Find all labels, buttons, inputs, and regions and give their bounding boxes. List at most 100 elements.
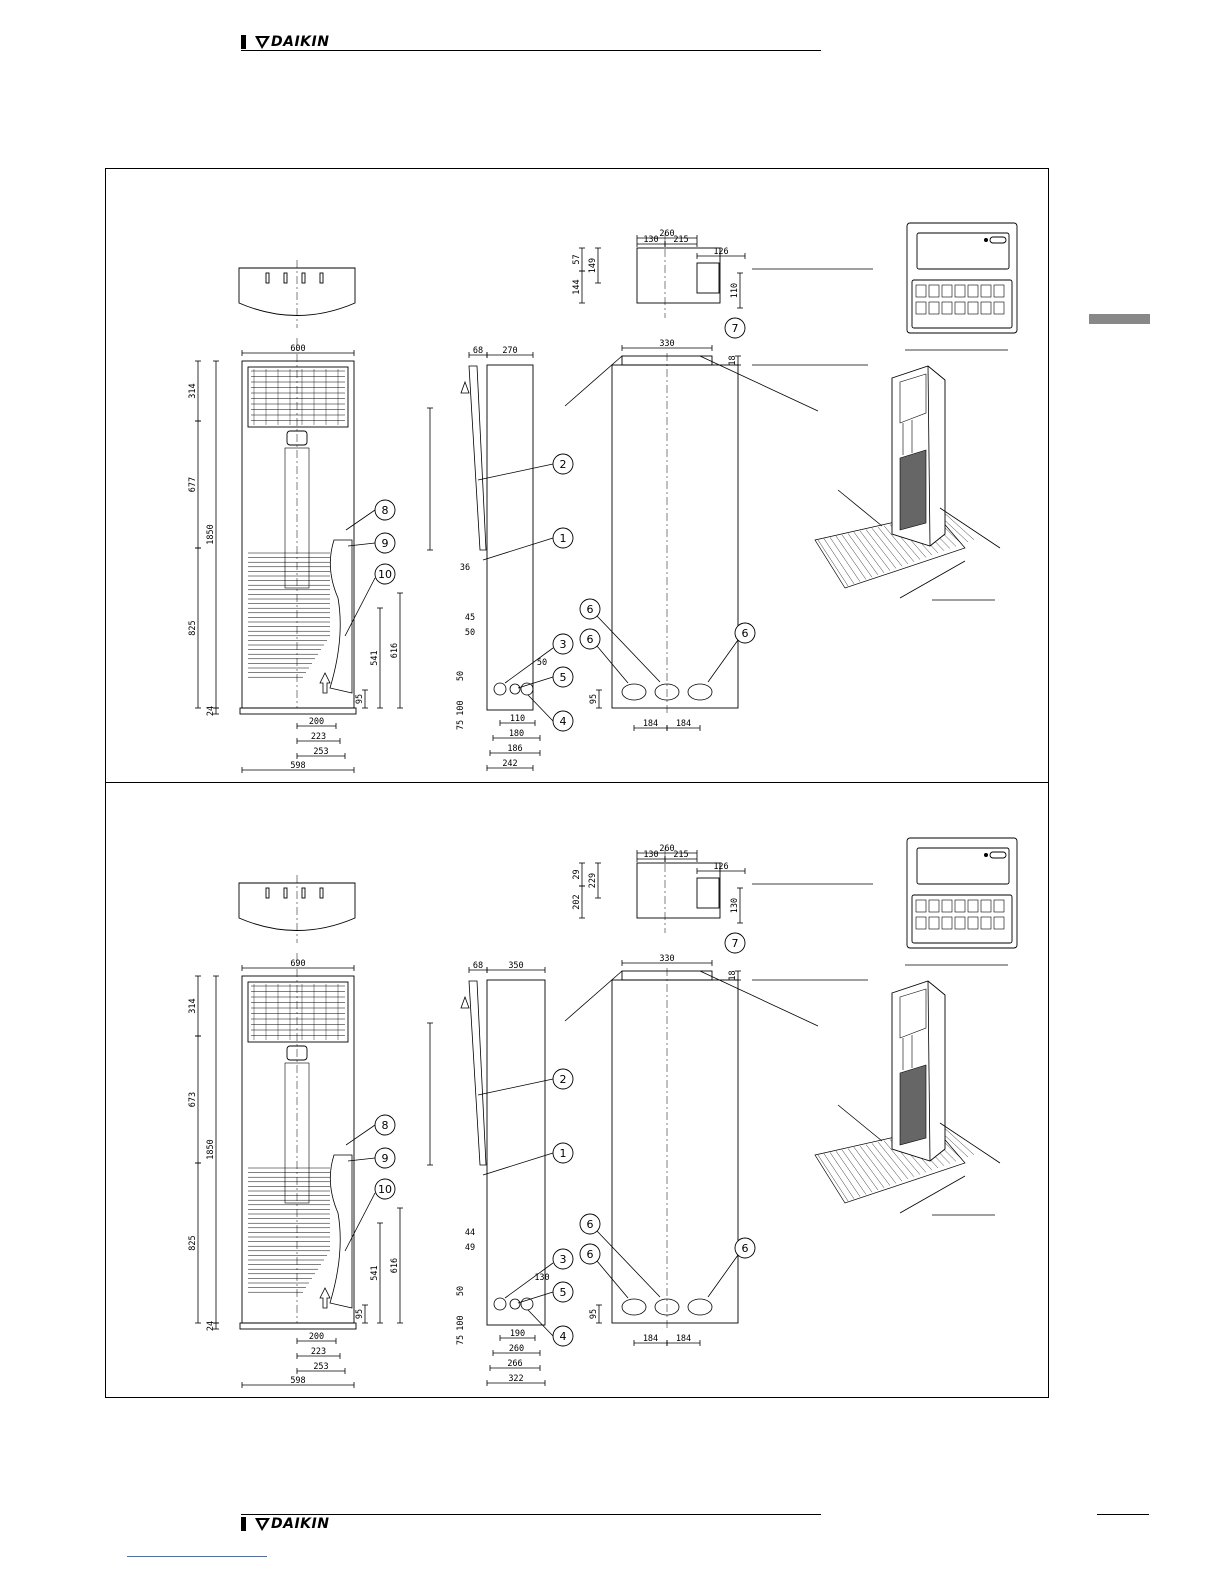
- dimension-line: [939, 1122, 1001, 1164]
- remote-button: [993, 284, 1005, 298]
- leader-line: [707, 639, 739, 683]
- drain-knockout: [621, 683, 647, 701]
- dimension-541: 541: [370, 650, 380, 665]
- callout-balloon-8: 8: [374, 499, 396, 521]
- iso-upper-grille: [899, 988, 927, 1039]
- floor-hatch: [847, 533, 879, 576]
- balloon-circle: [724, 932, 746, 954]
- iso-upper-grille: [899, 373, 927, 424]
- balloon-number: 3: [560, 638, 567, 651]
- side-view-outline: [486, 979, 546, 1326]
- balloon-number: 4: [560, 1330, 567, 1343]
- remote-led: [984, 238, 988, 242]
- dimension-126: 126: [713, 247, 728, 257]
- remote-button: [954, 916, 966, 930]
- dimension-100: 100: [456, 1315, 466, 1330]
- dimension-68: 68: [473, 961, 483, 971]
- dimension-186: 186: [507, 744, 522, 754]
- leader-line: [477, 1078, 554, 1096]
- footer-link-underline[interactable]: [127, 1556, 267, 1557]
- remote-button: [980, 301, 992, 315]
- dimension-184a: 184: [643, 719, 658, 729]
- remote-lid: [916, 232, 1010, 270]
- front-panel-strip: [284, 447, 310, 589]
- balloon-circle: [579, 628, 601, 650]
- leader-line: [699, 970, 819, 1027]
- balloon-number: 6: [587, 633, 594, 646]
- unit-edge: [927, 365, 931, 547]
- drain-arrow-icon: [319, 1287, 331, 1309]
- header-rule: [241, 50, 821, 51]
- side-view-outline: [486, 364, 534, 711]
- base-plate: [239, 1322, 357, 1330]
- remote-lid: [916, 847, 1010, 885]
- callout-balloon-6: 6: [579, 628, 601, 650]
- dimension-line: [837, 1104, 883, 1142]
- balloon-number: 1: [560, 1147, 567, 1160]
- dimension-line: [939, 507, 1001, 549]
- height-dimension-top: 314: [188, 383, 198, 398]
- balloon-number: 6: [587, 603, 594, 616]
- air-out-arrow-icon: [460, 995, 470, 1009]
- floor-hatch: [883, 525, 915, 562]
- remote-button: [967, 284, 979, 298]
- floor-hatch: [829, 1152, 861, 1197]
- height-dimension-total: 1850: [206, 1139, 216, 1159]
- dimension-260: 260: [659, 229, 674, 239]
- remote-button: [993, 899, 1005, 913]
- callout-balloon-2: 2: [552, 453, 574, 475]
- remote-button: [915, 899, 927, 913]
- remote-outline: [906, 222, 1018, 334]
- callout-balloon-3: 3: [552, 1248, 574, 1270]
- floor-hatch: [865, 1144, 897, 1184]
- remote-button: [928, 916, 940, 930]
- dimension-260: 260: [659, 844, 674, 854]
- callout-balloon-1: 1: [552, 527, 574, 549]
- balloon-number: 6: [742, 627, 749, 640]
- height-dimension-total: 1850: [206, 524, 216, 544]
- floor-hatch: [871, 1143, 903, 1182]
- leader-line: [482, 537, 554, 561]
- floor-hatch: [835, 1150, 867, 1195]
- pipe-port: [509, 1298, 521, 1310]
- leader-line: [527, 1309, 554, 1337]
- height-dimension-low: 825: [188, 620, 198, 635]
- floor-hatch: [853, 532, 885, 573]
- remote-button: [941, 301, 953, 315]
- dimension-180: 180: [509, 729, 524, 739]
- dimension-184b: 184: [676, 1334, 691, 1344]
- pipe-port: [509, 683, 521, 695]
- width-dimension: 690: [290, 959, 305, 969]
- leader-line: [477, 463, 554, 481]
- drain-knockout: [654, 1298, 680, 1316]
- leader-line: [707, 1254, 739, 1298]
- balloon-circle: [724, 317, 746, 339]
- top-plan-outline: [636, 247, 721, 304]
- dimension-253: 253: [313, 1362, 328, 1372]
- upper-grille: [247, 981, 349, 1043]
- cutaway-outline: [329, 1154, 353, 1309]
- outline-drawing-lower: 6903146738251850246165419520022325359889…: [188, 837, 1018, 1388]
- unit-edge: [927, 980, 931, 1162]
- remote-outline: [906, 837, 1018, 949]
- dimension-57: 57: [572, 254, 582, 264]
- dimension-95: 95: [355, 694, 365, 704]
- callout-balloon-6: 6: [734, 1237, 756, 1259]
- dimension-598: 598: [290, 761, 305, 771]
- page-number-rule: [1097, 1514, 1149, 1515]
- unit-top-plan: [238, 882, 356, 931]
- drain-knockout: [621, 1298, 647, 1316]
- callout-balloon-4: 4: [552, 1325, 574, 1347]
- dimension-110-top: 130: [730, 898, 740, 913]
- remote-button: [915, 301, 927, 315]
- dimension-186: 266: [507, 1359, 522, 1369]
- dimension-line: [899, 560, 966, 599]
- dimension-100: 100: [456, 700, 466, 715]
- callout-balloon-4: 4: [552, 710, 574, 732]
- floor-hatch: [877, 526, 909, 565]
- balloon-number: 7: [732, 322, 739, 335]
- callout-balloon-7: 7: [724, 317, 746, 339]
- floor-hatch: [853, 1147, 885, 1188]
- section-tab-marker: [1089, 314, 1150, 324]
- dimension-50a: 49: [465, 1243, 475, 1253]
